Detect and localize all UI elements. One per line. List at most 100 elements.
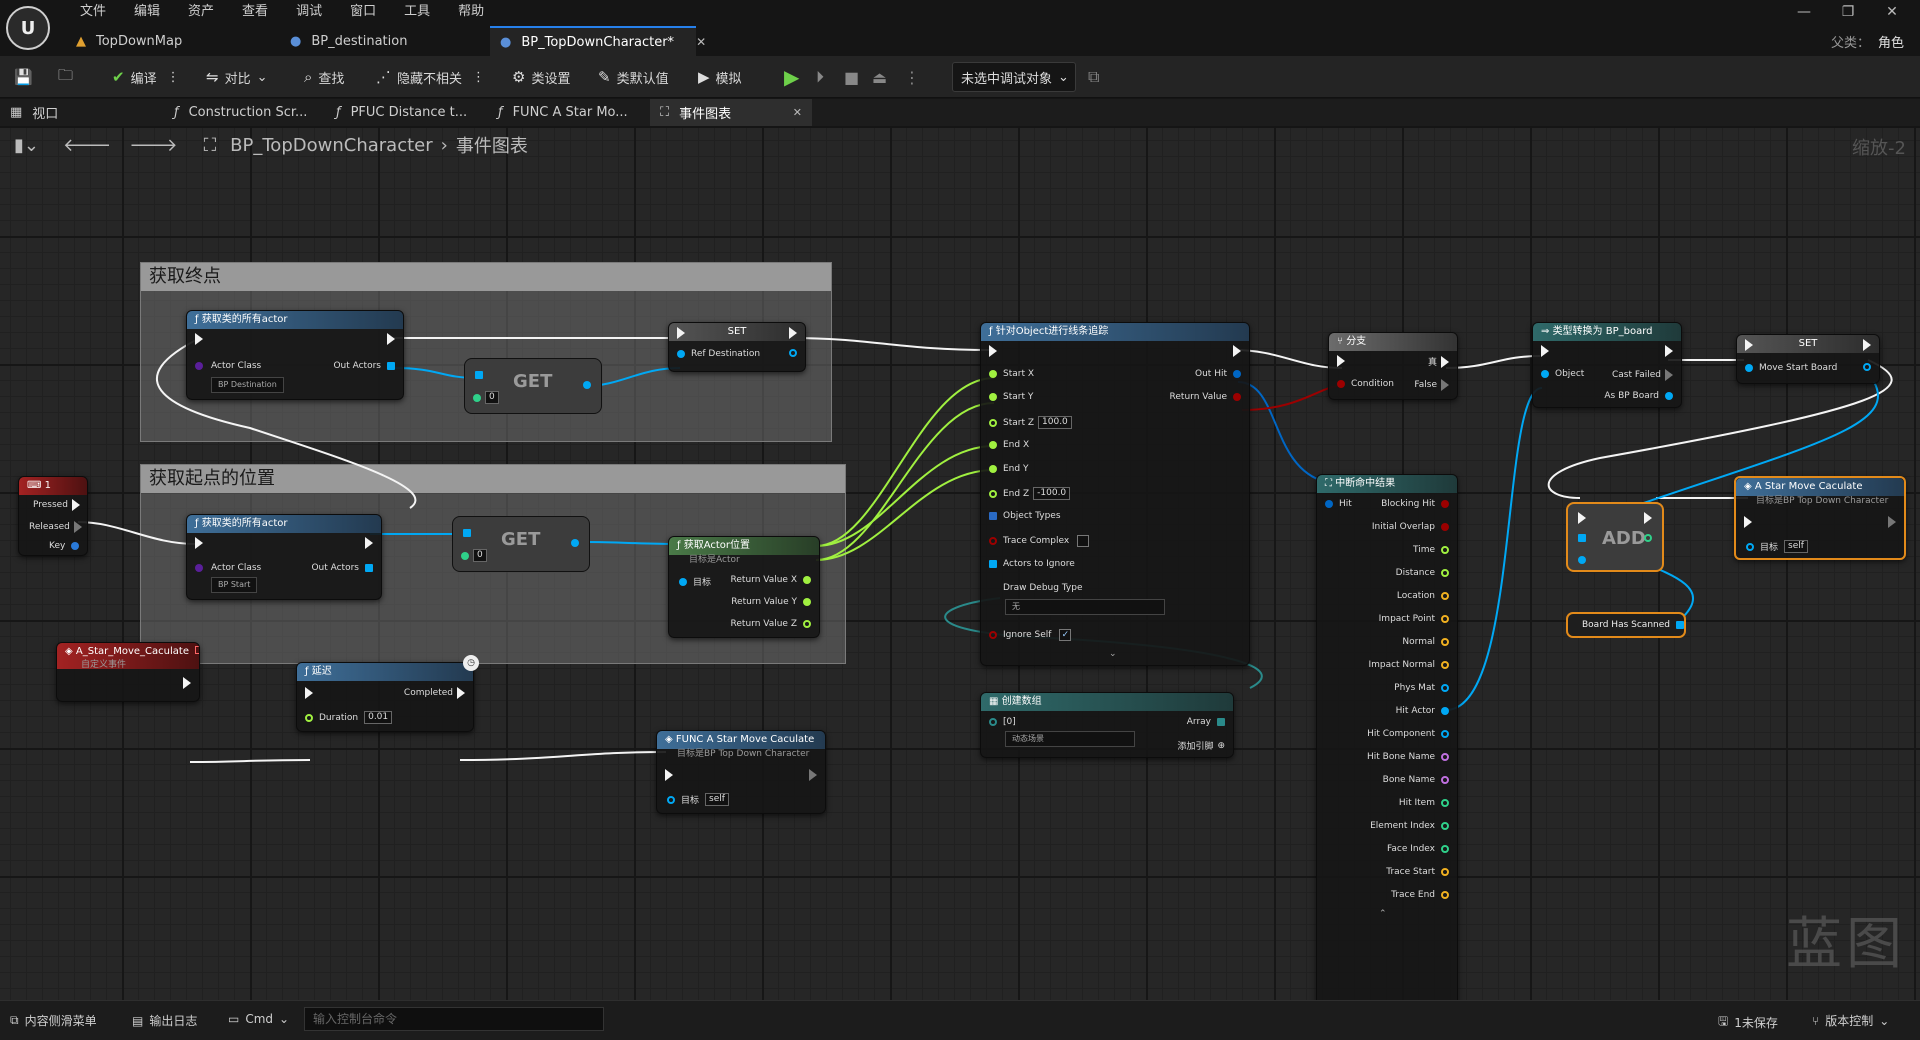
phys-mat-pin[interactable]: Phys Mat	[1394, 683, 1449, 693]
node-break-hit-result[interactable]: ⛶ 中断命中结果 Hit Blocking Hit Initial Overla…	[1316, 474, 1458, 1000]
element-index-pin[interactable]: Element Index	[1370, 821, 1449, 831]
debug-filter-icon[interactable]: ⧉	[1088, 67, 1100, 86]
step-button[interactable]: ⏵	[816, 64, 824, 90]
hit-actor-pin[interactable]: Hit Actor	[1396, 706, 1449, 716]
completed-pin[interactable]: Completed	[404, 687, 465, 699]
content-drawer-button[interactable]: ⧉内容侧滑菜单	[10, 1013, 97, 1028]
parent-class-value[interactable]: 角色	[1877, 36, 1904, 51]
ref-destination-out-pin[interactable]	[789, 349, 797, 357]
exec-in-pin[interactable]	[989, 345, 997, 357]
unreal-logo[interactable]: U	[6, 6, 50, 50]
console-command-input[interactable]	[304, 1007, 604, 1031]
return-value-x-pin[interactable]: Return Value X	[731, 575, 811, 585]
time-pin[interactable]: Time	[1413, 545, 1449, 555]
exec-in-pin[interactable]	[1337, 355, 1345, 367]
exec-out-pin[interactable]	[1888, 516, 1896, 528]
simulate-button[interactable]: ▶模拟	[698, 68, 742, 87]
pressed-pin[interactable]: Pressed	[33, 499, 80, 511]
index-pin[interactable]: 0	[461, 549, 487, 562]
node-astar-move-caculate-call[interactable]: ◈ A Star Move Caculate 目标是BP Top Down Ch…	[1734, 476, 1906, 560]
exec-out-pin[interactable]	[1665, 345, 1673, 357]
actor-class-pin[interactable]: Actor Class	[195, 361, 261, 371]
out-actors-pin[interactable]: Out Actors	[333, 361, 395, 371]
hit-pin[interactable]: Hit	[1325, 499, 1352, 509]
false-pin[interactable]: False	[1414, 379, 1449, 391]
eject-button[interactable]: ⏏	[872, 64, 887, 90]
move-start-board-pin[interactable]: Move Start Board	[1745, 363, 1837, 373]
browse-icon[interactable]: 🗀	[58, 65, 74, 84]
move-start-board-out-pin[interactable]	[1863, 363, 1871, 371]
item-out-pin[interactable]	[571, 539, 579, 547]
condition-pin[interactable]: Condition	[1337, 379, 1394, 389]
start-y-pin[interactable]: Start Y	[989, 392, 1033, 402]
exec-in-pin[interactable]	[195, 333, 203, 345]
end-y-pin[interactable]: End Y	[989, 464, 1028, 474]
node-set-ref-destination[interactable]: SET Ref Destination	[668, 322, 806, 372]
exec-in-pin[interactable]	[1541, 345, 1549, 357]
close-tab-icon[interactable]: ✕	[792, 106, 802, 119]
menu-file[interactable]: 文件	[80, 4, 107, 19]
actor-class-dropdown[interactable]: BP Start	[211, 577, 258, 593]
start-x-pin[interactable]: Start X	[989, 369, 1034, 379]
exec-out-pin[interactable]	[1863, 339, 1871, 351]
face-index-pin[interactable]: Face Index	[1387, 844, 1449, 854]
ignore-self-pin[interactable]: Ignore Self✓	[989, 629, 1072, 641]
actor-class-dropdown[interactable]: BP Destination	[211, 377, 284, 393]
array-in-pin[interactable]	[475, 371, 483, 379]
exec-out-pin[interactable]	[1233, 345, 1241, 357]
actors-to-ignore-pin[interactable]: Actors to Ignore	[989, 559, 1075, 569]
class-settings-button[interactable]: ⚙类设置	[512, 68, 571, 87]
tab-topdownmap[interactable]: ▲ TopDownMap	[66, 26, 192, 56]
class-defaults-button[interactable]: ✎类默认值	[598, 68, 669, 87]
exec-in-pin[interactable]	[305, 687, 313, 699]
source-control-button[interactable]: ⑂版本控制⌄	[1812, 1013, 1890, 1029]
exec-in-pin[interactable]	[1745, 339, 1753, 351]
node-make-array[interactable]: ▦ 创建数组 [0] 动态场景 Array 添加引脚⊕	[980, 692, 1234, 758]
hide-unrelated-button[interactable]: ⋰隐藏不相关⋮	[376, 68, 486, 87]
menu-edit[interactable]: 编辑	[134, 4, 161, 19]
as-bp-board-pin[interactable]: As BP Board	[1604, 391, 1673, 401]
node-set-move-start-board[interactable]: SET Move Start Board	[1736, 334, 1880, 384]
restore-button[interactable]: ❐	[1841, 4, 1855, 20]
tab-bp-topdowncharacter[interactable]: ● BP_TopDownCharacter* ✕	[490, 26, 706, 56]
location-pin[interactable]: Location	[1397, 591, 1449, 601]
out-hit-pin[interactable]: Out Hit	[1195, 369, 1241, 379]
menu-asset[interactable]: 资产	[188, 4, 215, 19]
target-array-pin[interactable]	[1578, 534, 1586, 542]
exec-out-pin[interactable]	[1644, 512, 1652, 524]
object-types-pin[interactable]: Object Types	[989, 511, 1061, 521]
node-func-astar-move-caculate[interactable]: ◈ FUNC A Star Move Caculate 目标是BP Top Do…	[656, 730, 826, 814]
trace-end-pin[interactable]: Trace End	[1391, 890, 1449, 900]
unsaved-indicator[interactable]: 🖫1未保存	[1718, 1012, 1778, 1033]
array-element-dropdown[interactable]: 动态场景	[1005, 731, 1135, 747]
compile-button[interactable]: ✔编译⋮	[112, 68, 180, 87]
array-element-pin[interactable]: [0]	[989, 717, 1016, 727]
initial-overlap-pin[interactable]: Initial Overlap	[1372, 522, 1449, 532]
true-pin[interactable]: 真	[1428, 355, 1449, 368]
impact-normal-pin[interactable]: Impact Normal	[1368, 660, 1449, 670]
expand-chevron-icon[interactable]: ⌄	[1109, 649, 1117, 659]
node-get-actor-location[interactable]: ƒ 获取Actor位置 目标是Actor 目标 Return Value X R…	[668, 536, 820, 638]
menu-tools[interactable]: 工具	[404, 4, 431, 19]
collapse-chevron-icon[interactable]: ⌃	[1379, 909, 1387, 919]
exec-out-pin[interactable]	[387, 333, 395, 345]
play-button[interactable]: ▶	[784, 64, 799, 90]
node-key-event-1[interactable]: ⌨ 1 Pressed Released Key	[18, 476, 88, 556]
end-x-pin[interactable]: End X	[989, 440, 1029, 450]
exec-out-pin[interactable]	[183, 677, 191, 689]
node-get-array-item[interactable]: GET 0	[464, 358, 602, 414]
new-item-pin[interactable]	[1578, 556, 1586, 564]
out-actors-pin[interactable]: Out Actors	[311, 563, 373, 573]
more-options-icon[interactable]: ⋮	[904, 67, 920, 87]
menu-debug[interactable]: 调试	[296, 4, 323, 19]
bookmark-icon[interactable]: ▮⌄	[14, 134, 39, 156]
breadcrumb-root[interactable]: BP_TopDownCharacter	[230, 134, 433, 156]
draw-debug-type-dropdown[interactable]: 无	[1005, 599, 1165, 615]
node-cast-to-bp-board[interactable]: ⇒ 类型转换为 BP_board Object Cast Failed As B…	[1532, 322, 1682, 408]
trace-start-pin[interactable]: Trace Start	[1386, 867, 1449, 877]
minimize-button[interactable]: —	[1797, 4, 1811, 20]
